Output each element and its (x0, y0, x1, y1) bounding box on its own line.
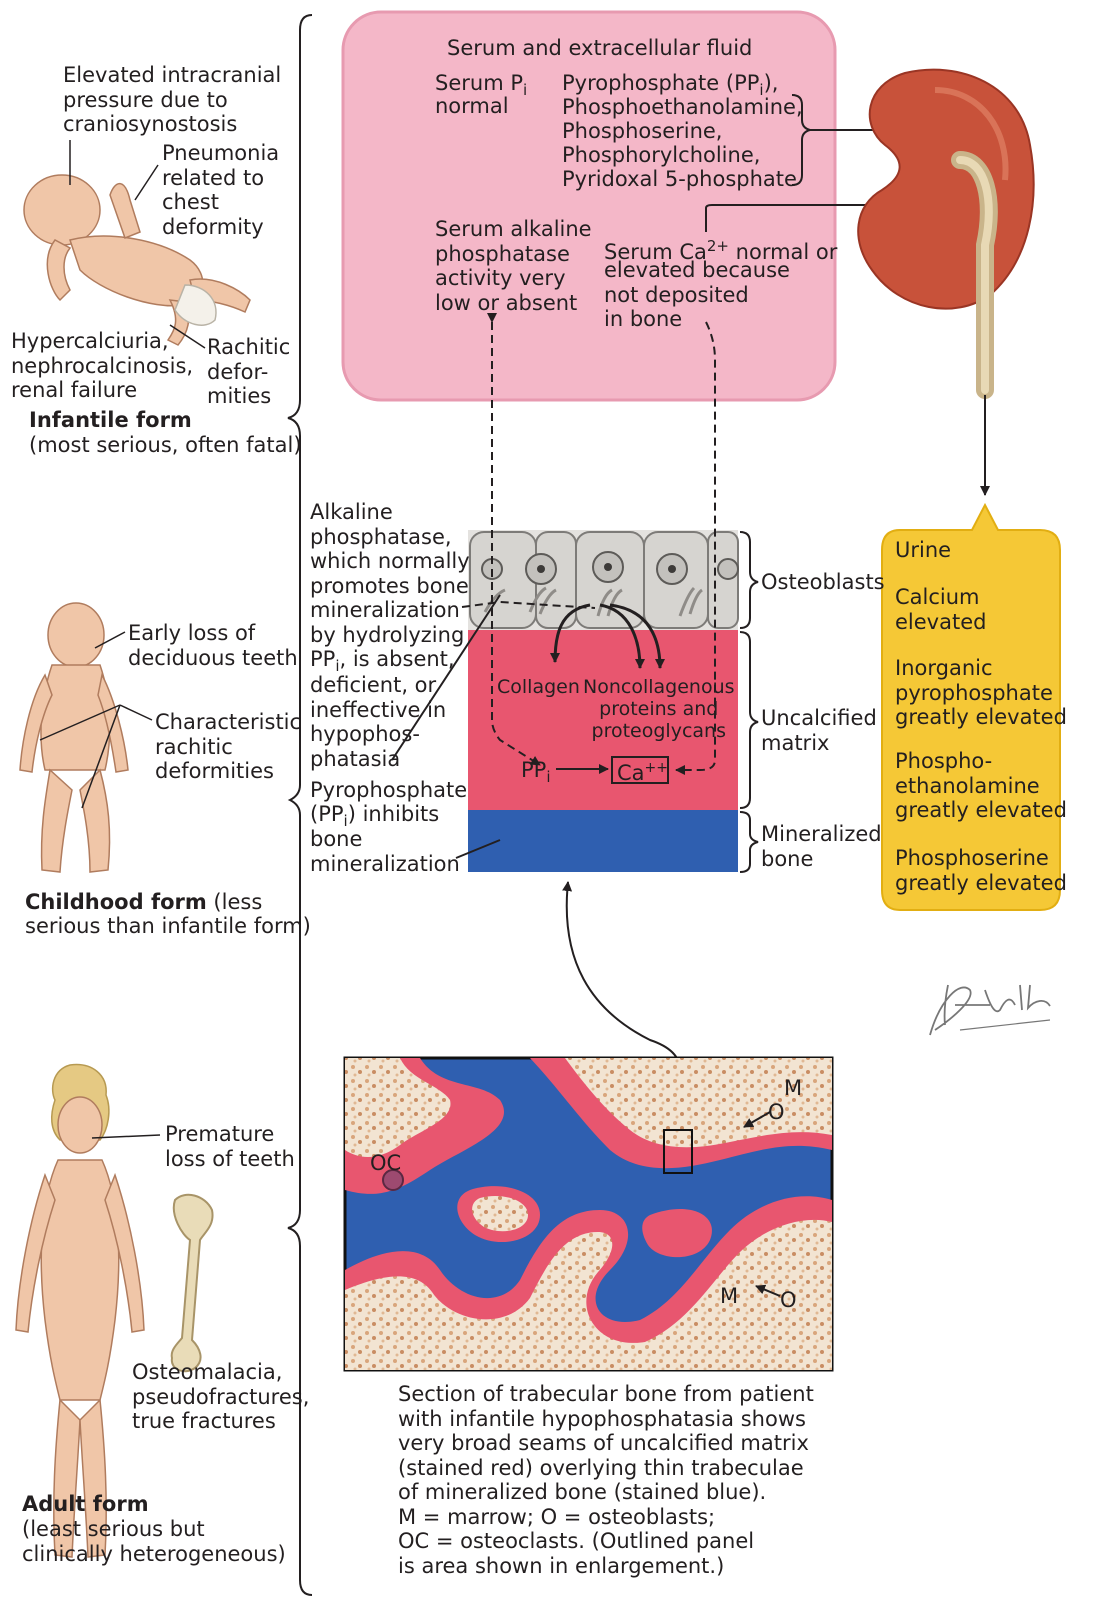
micrograph-caption: Section of trabecular bone from patient … (398, 1382, 814, 1578)
osteoblasts-label: Osteoblasts (761, 570, 885, 595)
serum-compound-2: Phosphoethanolamine, (562, 95, 803, 120)
mineralized-bone-label: Mineralized bone (761, 822, 882, 871)
serum-compound-3: Phosphoserine, (562, 119, 722, 144)
urine-item-calcium: Calcium elevated (895, 585, 986, 634)
infantile-hypercalciuria-label: Hypercalciuria, nephrocalcinosis, renal … (11, 329, 193, 403)
micrograph-m-label-2: M (720, 1284, 738, 1309)
adult-osteomalacia-label: Osteomalacia, pseudofractures, true frac… (132, 1360, 309, 1434)
adult-form-subtitle: (least serious but clinically heterogene… (22, 1517, 286, 1566)
pyrophosphate-note-1: Pyrophosphate (310, 778, 467, 803)
alkaline-phosphatase-note: Alkaline phosphatase, which normally pro… (310, 500, 470, 647)
infantile-rachitic-label: Rachitic defor- mities (207, 335, 290, 409)
collagen-label: Collagen (497, 676, 580, 698)
micrograph-oc-label: OC (370, 1151, 401, 1176)
infantile-pneumonia-label: Pneumonia related to chest deformity (162, 141, 279, 239)
serum-compound-5: Pyridoxal 5-phosphate (562, 167, 797, 192)
urine-item-phosphoethanolamine: Phospho- ethanolamine greatly elevated (895, 749, 1067, 823)
micrograph-o-label-2: O (780, 1288, 797, 1313)
urine-item-phosphoserine: Phosphoserine greatly elevated (895, 846, 1067, 895)
infantile-icp-label: Elevated intracranial pressure due to cr… (63, 63, 281, 137)
micrograph-o-label-1: O (768, 1100, 785, 1125)
noncollagenous-label: Noncollagenous proteins and proteoglycan… (583, 676, 735, 742)
child-illustration (20, 603, 128, 872)
pyrophosphate-note-3: bone mineralization (310, 827, 460, 876)
infantile-form-title: Infantile form (29, 408, 192, 433)
signature (930, 985, 1050, 1035)
serum-calcium-cont: elevated because not deposited in bone (604, 258, 790, 332)
infantile-form-subtitle: (most serious, often fatal) (29, 433, 302, 458)
femur-illustration (172, 1195, 213, 1371)
micrograph-m-label-1: M (784, 1076, 802, 1101)
matrix-ppi: PPi (521, 758, 551, 790)
adult-illustration (16, 1065, 144, 1557)
childhood-form-title: Childhood form (less (25, 890, 262, 915)
serum-compound-4: Phosphorylcholine, (562, 143, 760, 168)
serum-title: Serum and extracellular fluid (447, 36, 752, 61)
childhood-form-subtitle: serious than infantile form) (25, 914, 311, 939)
adult-form-title: Adult form (22, 1492, 149, 1517)
urine-item-pyrophosphate: Inorganic pyrophosphate greatly elevated (895, 656, 1067, 730)
urine-title: Urine (895, 538, 951, 563)
childhood-teeth-label: Early loss of deciduous teeth (128, 621, 298, 670)
osteoblast-layer (468, 530, 738, 630)
uncalcified-matrix-label: Uncalcified matrix (761, 706, 877, 755)
serum-alkaline-phosphatase: Serum alkaline phosphatase activity very… (435, 217, 592, 315)
micrograph (345, 1058, 832, 1370)
alkaline-phosphatase-note-cont: deficient, or ineffective in hypophos- p… (310, 673, 446, 771)
childhood-rachitic-label: Characteristic rachitic deformities (155, 710, 301, 784)
matrix-calcium: Ca++ (617, 756, 668, 786)
mineralized-bone (468, 810, 738, 872)
adult-teeth-label: Premature loss of teeth (165, 1122, 295, 1171)
serum-pi-normal: normal (435, 94, 509, 119)
form-brace (288, 15, 312, 1595)
kidney-illustration (858, 70, 1033, 390)
